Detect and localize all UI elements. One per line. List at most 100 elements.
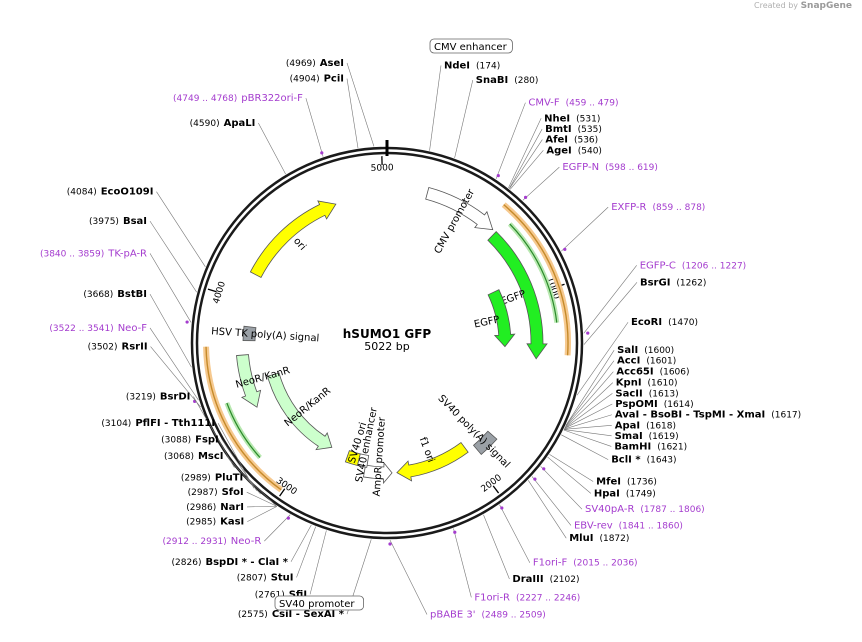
- tick-label: 4000: [212, 280, 228, 305]
- feature-arc-line: [503, 204, 569, 356]
- primer-mark: [523, 195, 528, 200]
- site-leader: [563, 429, 612, 447]
- site-name: PciI: [324, 74, 344, 85]
- site-name: FspI: [195, 434, 219, 445]
- site-position: (3840 .. 3859): [40, 249, 104, 259]
- site-leader: [305, 98, 324, 157]
- enzyme-label: AfeI(536): [545, 135, 598, 146]
- site-position: (1736): [627, 477, 657, 487]
- primer-label: (3522 .. 3541)Neo-F: [49, 323, 147, 334]
- enzyme-label: SalI (1600): [617, 345, 674, 356]
- site-leader: [290, 524, 312, 562]
- enzyme-label: (2761)SfiI: [255, 589, 307, 600]
- site-position: (531): [576, 114, 600, 124]
- site-position: (859 .. 878): [652, 203, 705, 213]
- site-name: BspDI * - ClaI *: [205, 557, 288, 568]
- enzyme-label: ApaI(1618): [615, 420, 676, 431]
- site-position: (1749): [626, 489, 656, 499]
- site-leader: [508, 118, 542, 189]
- site-name: MfeI: [596, 476, 621, 487]
- site-position: (1617): [771, 411, 801, 421]
- site-leader: [499, 504, 531, 563]
- site-leader: [296, 526, 316, 578]
- site-name: CMV-F: [528, 98, 559, 109]
- site-position: (2807): [237, 573, 267, 583]
- site-name: PflFI - Tth111I: [135, 418, 215, 429]
- site-position: (280): [514, 76, 538, 86]
- enzyme-label: MluI(1872): [569, 533, 629, 544]
- site-leader: [193, 396, 235, 468]
- site-position: (1872): [599, 534, 629, 544]
- enzyme-label: BmtI(535): [545, 124, 602, 135]
- site-name: pBR322ori-F: [241, 93, 303, 104]
- enzyme-label: DraIII(2102): [512, 574, 579, 585]
- site-name: Neo-R: [231, 536, 262, 547]
- feature-label: f1 ori: [417, 436, 436, 464]
- enzyme-label: (4590)ApaLI: [190, 118, 256, 129]
- enzyme-label: (2987)SfoI: [188, 487, 244, 498]
- plasmid-name: hSUMO1 GFP: [343, 327, 432, 341]
- site-leader: [247, 505, 277, 508]
- primer-mark: [542, 467, 546, 471]
- site-name: SalI: [617, 345, 638, 356]
- enzyme-label: BamHI(1621): [614, 441, 687, 452]
- site-leader: [156, 191, 206, 267]
- site-name: AfeI: [545, 135, 568, 146]
- feature-arc-line: [231, 436, 282, 491]
- site-name: EcoRI: [631, 317, 662, 328]
- site-position: (4084): [67, 188, 97, 198]
- site-position: (1600): [644, 346, 674, 356]
- site-leader: [454, 79, 474, 159]
- primer-mark: [563, 247, 567, 251]
- feature-arrow: [249, 200, 337, 278]
- tick-label: 2000: [480, 473, 505, 495]
- site-position: (1262): [676, 278, 706, 288]
- site-position: (3502): [88, 343, 118, 353]
- site-position: (2985): [186, 518, 216, 528]
- site-name: SmaI: [615, 431, 643, 442]
- feature-arrow: [487, 231, 548, 360]
- site-leader: [149, 253, 192, 323]
- enzyme-label: BsrGI(1262): [640, 277, 706, 288]
- snapgene-logo: SnapGene: [800, 1, 852, 11]
- site-position: (1787 .. 1806): [640, 505, 704, 515]
- enzyme-label: (2989)PluTI: [181, 472, 243, 483]
- feature-arc-line: [509, 223, 558, 323]
- primer-label: EXFP-R(859 .. 878): [611, 202, 705, 213]
- primer-label: (4749 .. 4768)pBR322ori-F: [173, 93, 303, 104]
- enzyme-label: NdeI(174): [444, 60, 500, 71]
- feature-arrow: [396, 441, 469, 482]
- site-name: KasI: [220, 517, 244, 528]
- feature-label: ori: [291, 236, 308, 253]
- enzyme-label: SmaI (1619): [615, 431, 679, 442]
- enzyme-label: (3975)BsaI: [89, 216, 147, 227]
- site-position: (1618): [646, 421, 676, 431]
- site-name: SacII: [615, 388, 642, 399]
- boxed-label-frame: [274, 595, 364, 611]
- enzyme-label: (2986)NarI: [186, 502, 244, 513]
- primer-mark: [320, 151, 324, 155]
- site-name: HpaI: [594, 488, 620, 499]
- primer-label: EBV-rev(1841 .. 1860): [574, 520, 683, 531]
- site-position: (3068): [164, 452, 194, 462]
- credit-prefix: Created by: [754, 1, 799, 10]
- primer-label: F1ori-F(2015 .. 2036): [533, 558, 638, 569]
- enzyme-label: AccI(1601): [617, 356, 676, 367]
- site-leader: [561, 206, 609, 252]
- enzyme-label: SnaBI(280): [476, 75, 539, 86]
- site-leader: [309, 530, 327, 595]
- site-leader: [564, 393, 613, 429]
- enzyme-label: Acc65I(1606): [616, 367, 689, 378]
- tick-label: 5000: [371, 163, 394, 174]
- enzyme-label: (3068)MscI: [164, 451, 224, 462]
- site-leader: [247, 506, 278, 522]
- primer-label: CMV-F(459 .. 479): [528, 98, 618, 109]
- site-name: BclI *: [611, 455, 641, 466]
- primer-label: (2912 .. 2931)Neo-R: [163, 536, 262, 547]
- site-position: (1619): [649, 432, 679, 442]
- site-leader: [429, 65, 442, 151]
- site-name: F1ori-F: [533, 558, 568, 569]
- site-position: (3219): [126, 393, 156, 403]
